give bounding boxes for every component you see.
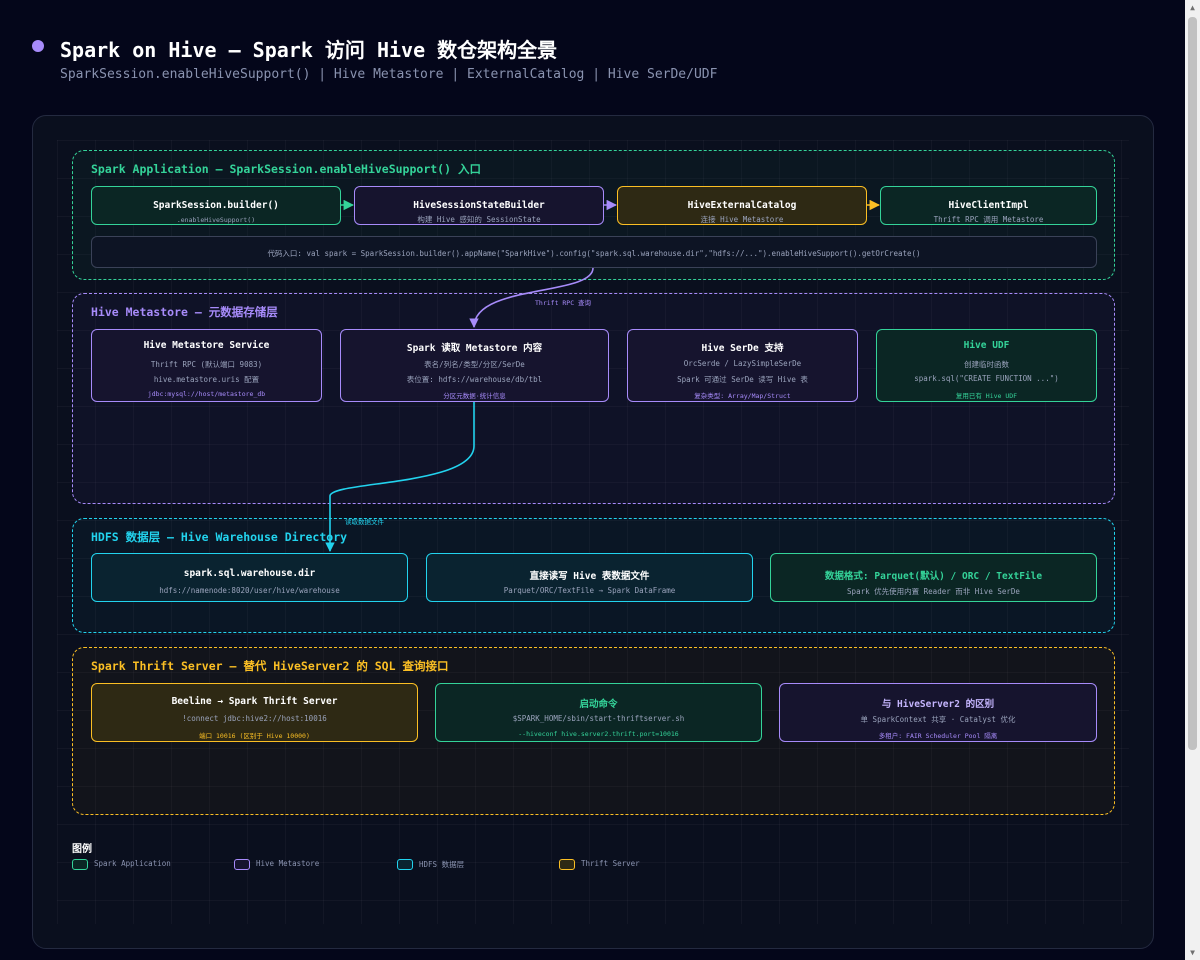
node-extra: 分区元数据·统计信息 xyxy=(443,392,506,400)
hive-metastore-layer: Hive Metastore — 元数据存储层 Hive Metastore S… xyxy=(72,293,1115,504)
hdfs-layer-title: HDFS 数据层 — Hive Warehouse Directory xyxy=(91,530,348,544)
hive-metastore-service-node: Hive Metastore Service Thrift RPC (默认端口 … xyxy=(91,329,322,402)
node-subtitle: Spark 优先使用内置 Reader 而非 Hive SerDe xyxy=(847,587,1020,596)
node-title: 数据格式: Parquet(默认) / ORC / TextFile xyxy=(824,571,1043,582)
node-title: HiveClientImpl xyxy=(948,200,1029,211)
node-line-1: 创建临时函数 xyxy=(964,360,1009,369)
node-extra: 多租户: FAIR Scheduler Pool 隔离 xyxy=(878,732,998,740)
node-title: HiveExternalCatalog xyxy=(687,200,797,211)
node-extra: jdbc:mysql://host/metastore_db xyxy=(147,390,266,398)
legend-label: Hive Metastore xyxy=(256,859,320,868)
node-title: Hive SerDe 支持 xyxy=(701,343,784,354)
node-line-1: OrcSerde / LazySimpleSerDe xyxy=(683,359,802,368)
start-command-node: 启动命令 $SPARK_HOME/sbin/start-thriftserver… xyxy=(435,683,762,742)
legend-swatch xyxy=(234,859,250,870)
node-title: HiveSessionStateBuilder xyxy=(413,200,545,211)
code-entry-box: 代码入口: val spark = SparkSession.builder()… xyxy=(91,236,1097,268)
legend-label: Spark Application xyxy=(94,859,171,868)
hdfs-data-layer: HDFS 数据层 — Hive Warehouse Directory spar… xyxy=(72,518,1115,633)
node-subtitle: hdfs://namenode:8020/user/hive/warehouse xyxy=(159,586,340,595)
edge-label-read-files: 读取数据文件 xyxy=(345,518,384,526)
legend-label: HDFS 数据层 xyxy=(419,860,465,869)
thrift-layer-title: Spark Thrift Server — 替代 HiveServer2 的 S… xyxy=(91,659,449,673)
node-line-1: !connect jdbc:hive2://host:10016 xyxy=(182,714,327,723)
thrift-server-layer: Spark Thrift Server — 替代 HiveServer2 的 S… xyxy=(72,647,1115,815)
hive-layer-title: Hive Metastore — 元数据存储层 xyxy=(91,305,278,319)
hive-session-state-builder-node: HiveSessionStateBuilder 构建 Hive 感知的 Sess… xyxy=(354,186,604,225)
node-extra: 端口 10016 (区别于 Hive 10000) xyxy=(199,732,310,740)
node-extra: --hiveconf hive.server2.thrift.port=1001… xyxy=(518,730,679,738)
node-line-2: 表位置: hdfs://warehouse/db/tbl xyxy=(406,375,543,384)
code-entry-text: 代码入口: val spark = SparkSession.builder()… xyxy=(267,249,921,258)
edge-label-thrift-rpc: Thrift RPC 查询 xyxy=(535,299,592,307)
legend-label: Thrift Server xyxy=(581,859,640,868)
vertical-scrollbar[interactable]: ▲ ▼ xyxy=(1185,0,1200,960)
node-title: 启动命令 xyxy=(579,699,618,710)
node-title: Beeline → Spark Thrift Server xyxy=(171,696,338,707)
node-subtitle: 构建 Hive 感知的 SessionState xyxy=(417,215,541,224)
spark-session-builder-node: SparkSession.builder() .enableHiveSuppor… xyxy=(91,186,341,225)
node-title: Spark 读取 Metastore 内容 xyxy=(406,343,543,354)
hiveserver2-diff-node: 与 HiveServer2 的区别 单 SparkContext 共享 · Ca… xyxy=(779,683,1097,742)
node-title: spark.sql.warehouse.dir xyxy=(183,568,316,579)
node-line-2: spark.sql("CREATE FUNCTION ...") xyxy=(914,374,1059,383)
node-line-2: Spark 可通过 SerDe 读写 Hive 表 xyxy=(677,375,808,384)
node-line-1: $SPARK_HOME/sbin/start-thriftserver.sh xyxy=(512,714,685,723)
node-extra: 复用已有 Hive UDF xyxy=(955,392,1018,400)
diagram-canvas: Spark Application — SparkSession.enableH… xyxy=(32,115,1154,949)
page-subtitle: SparkSession.enableHiveSupport() | Hive … xyxy=(60,67,718,82)
beeline-thrift-node: Beeline → Spark Thrift Server !connect j… xyxy=(91,683,418,742)
spark-read-metastore-node: Spark 读取 Metastore 内容 表名/列名/类型/分区/SerDe … xyxy=(340,329,609,402)
node-line-1: 表名/列名/类型/分区/SerDe xyxy=(424,360,525,369)
scroll-thumb[interactable] xyxy=(1188,17,1197,750)
legend-swatch xyxy=(559,859,575,870)
hive-client-impl-node: HiveClientImpl Thrift RPC 调用 Metastore xyxy=(880,186,1097,225)
node-line-1: 单 SparkContext 共享 · Catalyst 优化 xyxy=(860,715,1016,724)
node-title: 直接读写 Hive 表数据文件 xyxy=(529,571,650,582)
page-title: Spark on Hive — Spark 访问 Hive 数仓架构全景 xyxy=(60,38,558,62)
node-extra: 复杂类型: Array/Map/Struct xyxy=(694,392,791,400)
legend-swatch xyxy=(72,859,88,870)
node-subtitle: Thrift RPC 调用 Metastore xyxy=(933,215,1044,224)
scroll-down-arrow-icon[interactable]: ▼ xyxy=(1190,948,1195,957)
node-title: 与 HiveServer2 的区别 xyxy=(881,699,995,710)
read-write-hive-files-node: 直接读写 Hive 表数据文件 Parquet/ORC/TextFile → S… xyxy=(426,553,753,602)
warehouse-dir-node: spark.sql.warehouse.dir hdfs://namenode:… xyxy=(91,553,408,602)
node-subtitle: Parquet/ORC/TextFile → Spark DataFrame xyxy=(503,586,676,595)
node-subtitle: 连接 Hive Metastore xyxy=(700,215,784,224)
node-title: Hive UDF xyxy=(963,340,1010,351)
hive-external-catalog-node: HiveExternalCatalog 连接 Hive Metastore xyxy=(617,186,867,225)
title-bullet-dot xyxy=(32,40,44,52)
legend-swatch xyxy=(397,859,413,870)
node-title: Hive Metastore Service xyxy=(143,340,270,351)
node-subtitle: .enableHiveSupport() xyxy=(176,216,256,224)
data-format-node: 数据格式: Parquet(默认) / ORC / TextFile Spark… xyxy=(770,553,1097,602)
node-line-1: Thrift RPC (默认端口 9083) xyxy=(150,360,263,369)
hive-udf-node: Hive UDF 创建临时函数 spark.sql("CREATE FUNCTI… xyxy=(876,329,1097,402)
spark-application-layer: Spark Application — SparkSession.enableH… xyxy=(72,150,1115,280)
node-line-2: hive.metastore.uris 配置 xyxy=(153,375,260,384)
scroll-up-arrow-icon[interactable]: ▲ xyxy=(1190,3,1195,12)
spark-layer-title: Spark Application — SparkSession.enableH… xyxy=(91,162,481,176)
hive-serde-node: Hive SerDe 支持 OrcSerde / LazySimpleSerDe… xyxy=(627,329,858,402)
node-title: SparkSession.builder() xyxy=(153,200,279,211)
legend-title: 图例 xyxy=(72,844,92,855)
